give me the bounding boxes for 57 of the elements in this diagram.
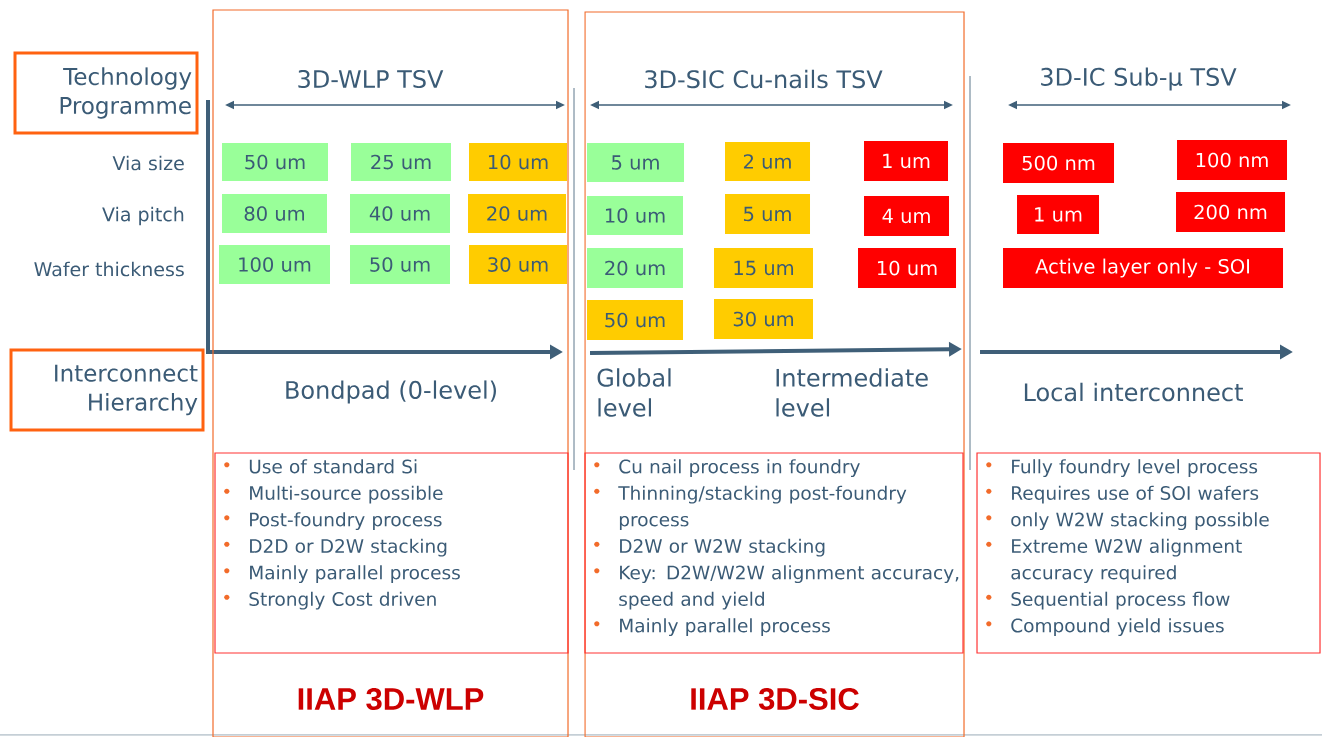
column-heading: 3D-SIC Cu-nails TSV <box>645 69 883 89</box>
list-item: D2W or W2W stacking <box>620 538 825 557</box>
list-item: only W2W stacking possible <box>1011 512 1269 531</box>
list-item: Cu nail process in foundry <box>619 459 860 478</box>
axis-label: Bondpad (0-level) <box>286 380 496 404</box>
value-cell: 25 um <box>351 143 451 181</box>
list-item: Use of standard Si <box>249 459 417 474</box>
category-box: Technology Programme <box>13 51 199 135</box>
list-item: Extreme W2W alignment accuracy required <box>1011 538 1242 584</box>
value-cell: 4 um <box>864 196 949 236</box>
value-cell: 100 nm <box>1177 140 1287 180</box>
list-item: Post-foundry process <box>250 512 442 531</box>
bullet-list-box <box>584 452 964 654</box>
list-item: Mainly parallel process <box>250 565 460 584</box>
value-cell: 30 um <box>469 245 567 284</box>
axis-label: Global level <box>597 368 671 417</box>
axis-label: Local interconnect <box>1024 382 1243 402</box>
axis-label: Intermediate level <box>776 368 928 417</box>
column-heading: 3D-IC Sub-μ TSV <box>1041 67 1237 91</box>
list-item: Compound yield issues <box>1011 618 1224 637</box>
list-item: Mainly parallel process <box>620 618 830 637</box>
value-cell: 5 um <box>587 143 684 182</box>
category-box: Interconnect Hierarchy <box>9 348 205 432</box>
value-cell: 1 um <box>1017 195 1099 234</box>
row-label: Via size <box>112 155 184 171</box>
value-cell: 1 um <box>864 141 948 181</box>
bullet-list-box <box>976 452 1321 654</box>
value-cell: 40 um <box>350 194 450 233</box>
value-cell: 30 um <box>714 299 813 339</box>
value-cell: 15 um <box>714 248 813 288</box>
value-cell: 50 um <box>350 245 450 284</box>
value-cell: 20 um <box>468 194 566 233</box>
list-item: Key: D2W/W2W alignment accuracy, speed and yield <box>619 565 959 610</box>
value-cell: 100 um <box>219 245 330 284</box>
list-item: Thinning/stacking post-foundry process <box>618 485 907 531</box>
value-cell: 500 nm <box>1003 143 1114 183</box>
value-cell: 20 um <box>587 248 683 288</box>
row-label: Wafer thickness <box>34 261 184 277</box>
list-item: Multi-source possible <box>250 485 443 504</box>
list-item: Sequential process flow <box>1011 591 1230 610</box>
column-heading: 3D-WLP TSV <box>298 69 444 89</box>
value-cell: 200 nm <box>1176 192 1285 232</box>
value-cell: 10 um <box>587 196 683 235</box>
value-cell: 80 um <box>222 194 327 233</box>
list-item: D2D or D2W stacking <box>250 538 447 557</box>
value-cell: 2 um <box>725 142 810 181</box>
list-item: Fully foundry level process <box>1012 459 1258 478</box>
value-cell: 50 um <box>222 143 328 181</box>
value-cell: 10 um <box>858 248 956 288</box>
bullet-list-box <box>214 452 569 654</box>
value-cell: 5 um <box>725 194 810 234</box>
value-cell: Active layer only - SOI <box>1003 248 1283 288</box>
value-cell: 50 um <box>587 300 683 340</box>
row-label: Via pitch <box>102 206 184 226</box>
value-cell: 10 um <box>469 143 567 181</box>
list-item: Requires use of SOI wafers <box>1012 485 1259 504</box>
list-item: Strongly Cost driven <box>249 591 436 610</box>
